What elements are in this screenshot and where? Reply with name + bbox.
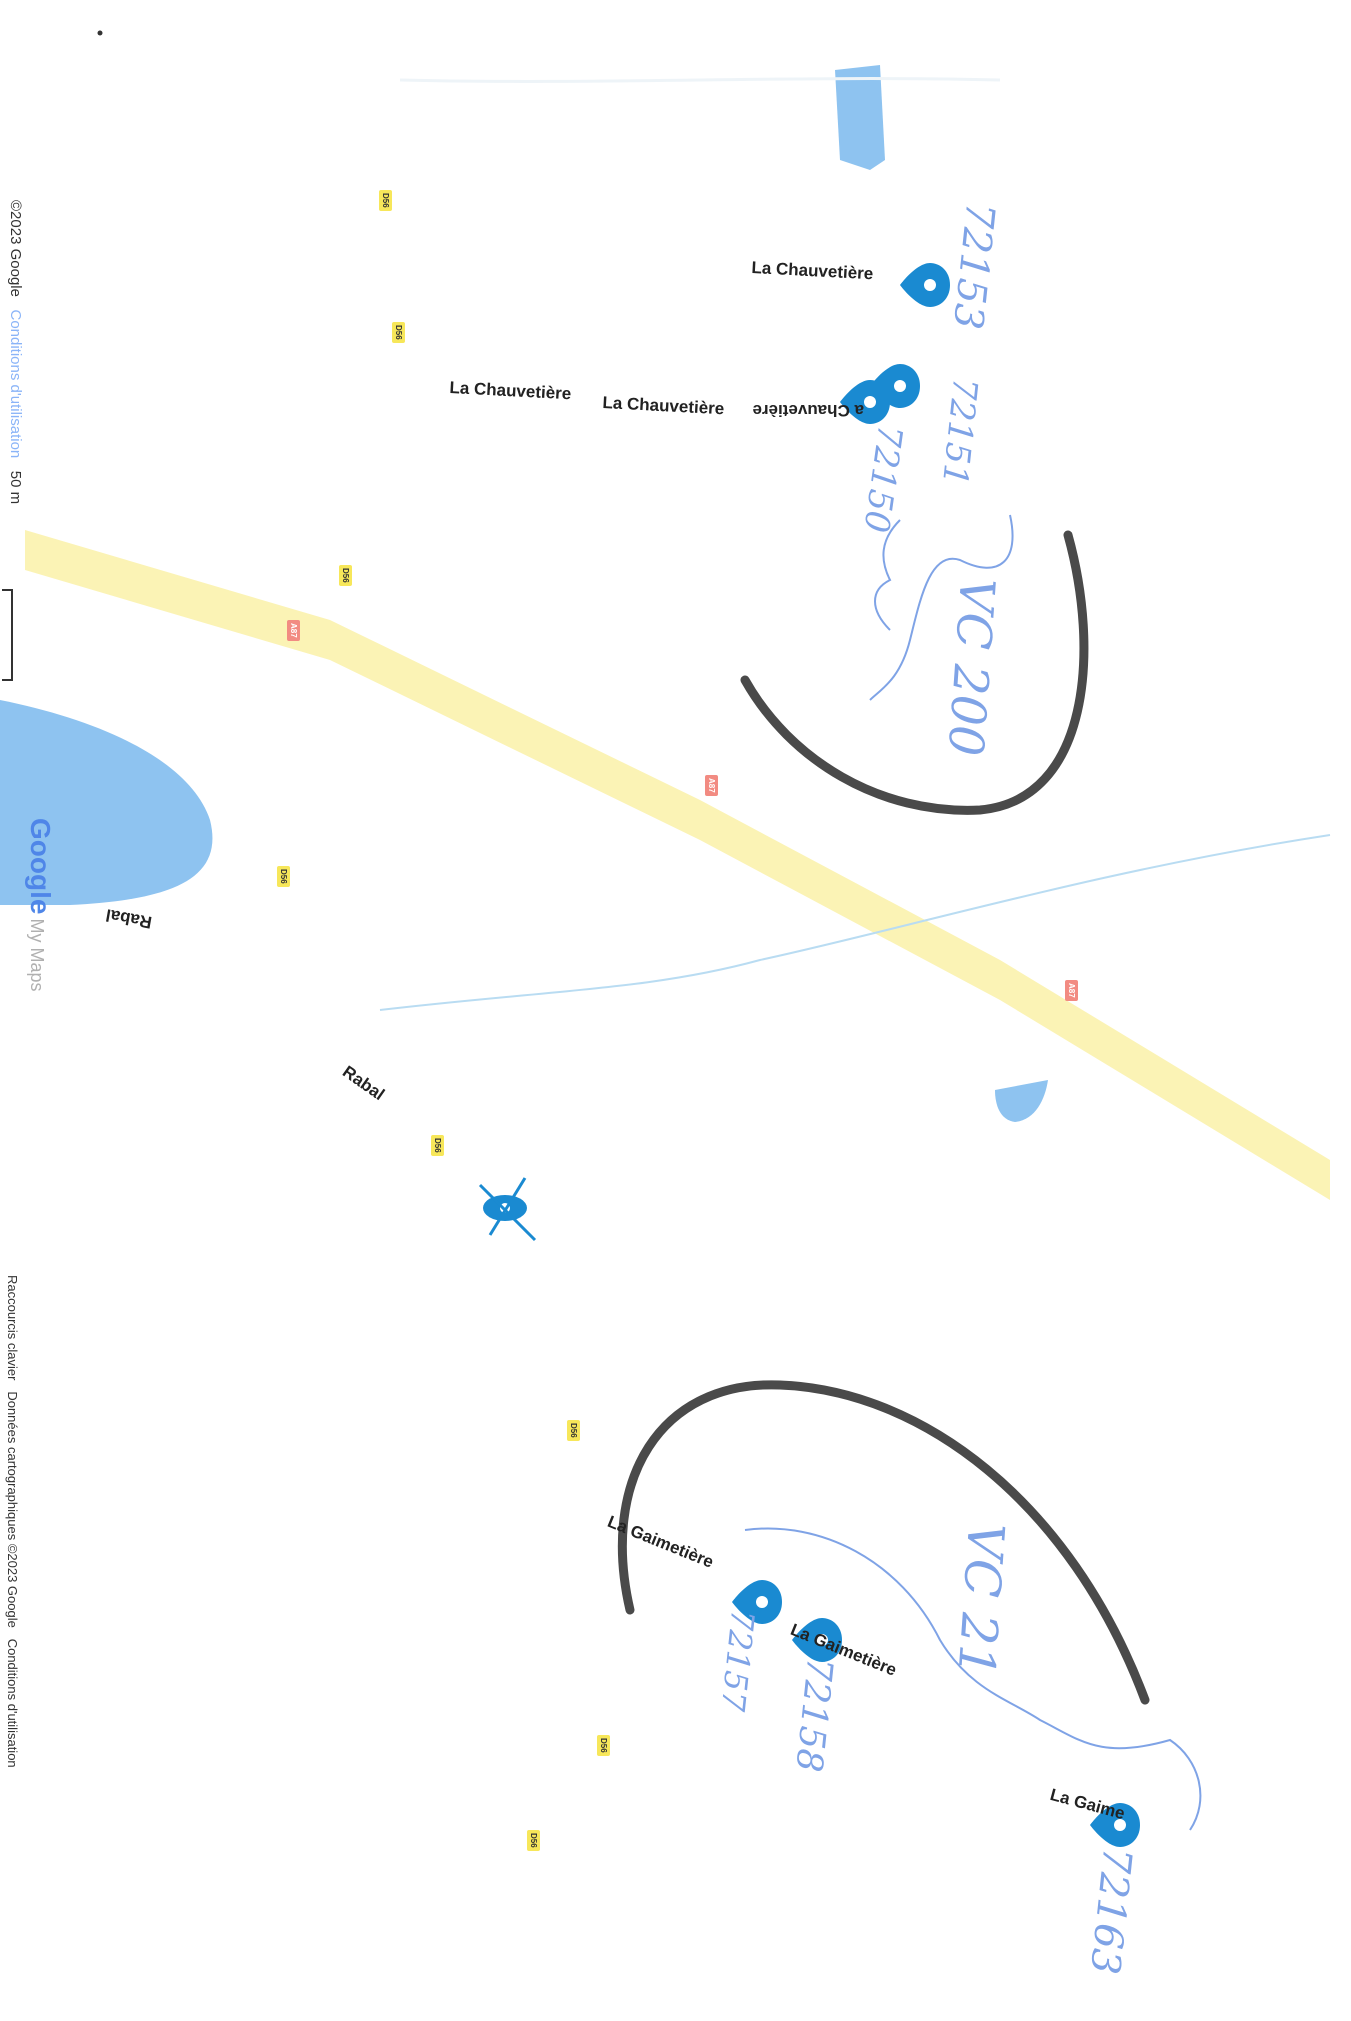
- pen-arc-bottom: [617, 1380, 1150, 1705]
- handwritten-note: VC 21: [946, 1520, 1015, 1679]
- pond-small: [995, 1080, 1048, 1122]
- terms-link[interactable]: Conditions d'utilisation: [7, 309, 24, 459]
- highway-a87: [25, 530, 1330, 1200]
- road-shield: D56: [392, 322, 405, 343]
- road-shield: D56: [277, 866, 290, 887]
- google-logo: Google My Maps: [24, 818, 56, 991]
- road-shield: D56: [597, 1735, 610, 1756]
- pond-top: [835, 65, 885, 170]
- road-shield: D56: [567, 1420, 580, 1441]
- my-maps-label: My Maps: [27, 918, 47, 992]
- shortcuts-link[interactable]: Raccourcis clavier: [5, 1275, 20, 1381]
- scan-dot: [97, 30, 103, 36]
- copyright-text: ©2023 Google: [7, 200, 24, 297]
- stream: [379, 834, 1331, 1011]
- map-footer-bottom: Raccourcis clavier Données cartographiqu…: [5, 1275, 20, 1768]
- road-shield: A87: [1065, 980, 1078, 1001]
- place-label: a Chauvetière: [752, 401, 865, 420]
- marker-72158[interactable]: [792, 1618, 842, 1662]
- marker-72150[interactable]: [840, 380, 890, 424]
- road-shield: A87: [287, 620, 300, 641]
- map-data-text: Données cartographiques ©2023 Google: [5, 1391, 20, 1628]
- crossed-out-marker: [478, 1177, 537, 1242]
- marker-72157[interactable]: [732, 1580, 782, 1624]
- road-shield: A87: [705, 775, 718, 796]
- road-shield: D56: [379, 190, 392, 211]
- marker-72153[interactable]: [900, 263, 950, 307]
- terms-link-2[interactable]: Conditions d'utilisation: [5, 1638, 20, 1768]
- map-footer-top: ©2023 Google Conditions d'utilisation 50…: [7, 200, 24, 504]
- pen-arc-top: [740, 530, 1089, 815]
- road-shield: D56: [431, 1135, 444, 1156]
- google-brand: Google: [25, 818, 56, 915]
- scale-bar: [2, 589, 13, 681]
- marker-72163[interactable]: [1090, 1803, 1140, 1847]
- stream-faint: [399, 77, 1001, 83]
- pen-curve-vc21: [744, 1527, 1202, 1831]
- road-shield: D56: [527, 1830, 540, 1851]
- pen-curve-vc200: [869, 514, 1014, 701]
- scale-label: 50 m: [7, 470, 24, 505]
- pen-brace-top: [874, 519, 901, 631]
- lake-bottom-left: [0, 700, 213, 905]
- road-shield: D56: [339, 565, 352, 586]
